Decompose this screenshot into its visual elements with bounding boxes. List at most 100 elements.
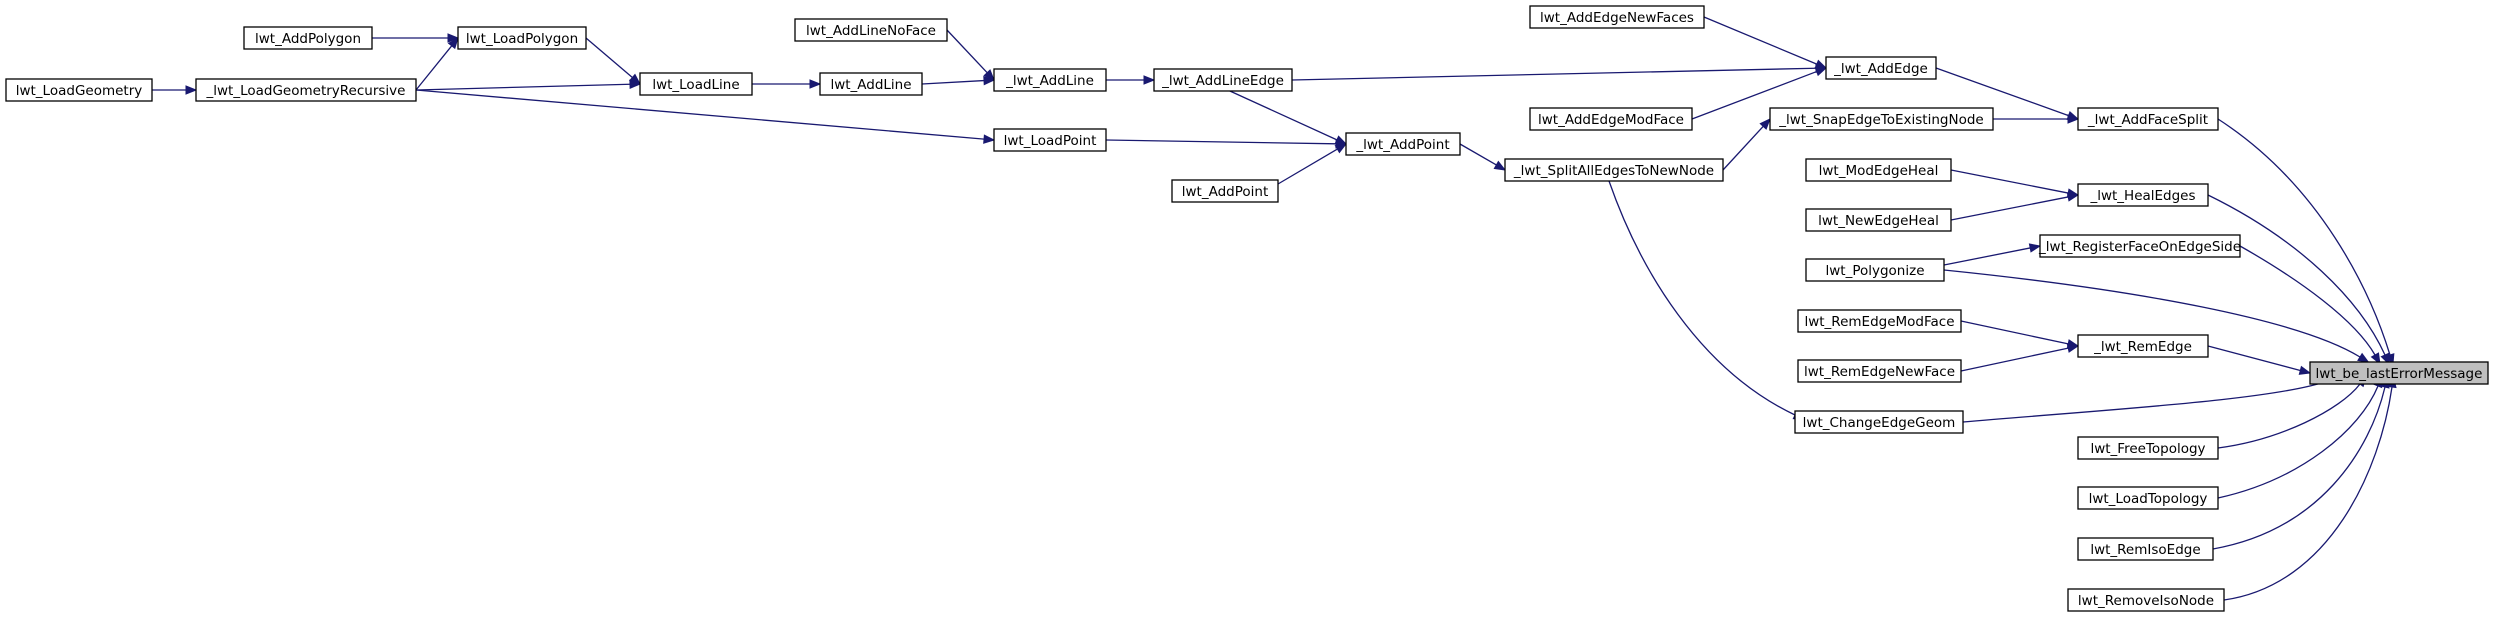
edge-line bbox=[1608, 180, 1796, 416]
edge-lwt-loadgeometry-to-lwt-loadgeometryrecursive bbox=[152, 85, 198, 95]
node-lwt-loadgeometry[interactable]: lwt_LoadGeometry bbox=[5, 78, 153, 102]
node-lwt-addpolygon[interactable]: lwt_AddPolygon bbox=[243, 26, 373, 50]
edge-lwt-modedgeheal-to-lwt-healedges bbox=[1950, 169, 2080, 198]
node-lwt-addfacesplit[interactable]: _lwt_AddFaceSplit bbox=[2077, 107, 2219, 131]
edge-lwt-freetopology-to-lwt-be-lasterrormessage bbox=[2217, 375, 2367, 449]
arrowhead bbox=[983, 134, 996, 144]
edge-line bbox=[2207, 194, 2386, 356]
node-lwt-addline[interactable]: lwt_AddLine bbox=[819, 72, 923, 96]
node-lwt-addedge[interactable]: _lwt_AddEdge bbox=[1825, 56, 1937, 80]
node-lwt-addedgenewfaces[interactable]: lwt_AddEdgeNewFaces bbox=[1529, 5, 1705, 29]
edge-line bbox=[415, 45, 453, 91]
node-label: lwt_RemEdgeModFace bbox=[1804, 314, 1954, 330]
node-box bbox=[1805, 208, 1952, 232]
node-box bbox=[2067, 588, 2225, 612]
node-lwt-newedgeheal[interactable]: lwt_NewEdgeHeal bbox=[1805, 208, 1952, 232]
edge-lwt-remedgemodface-to-lwt-remedge bbox=[1960, 320, 2080, 349]
node-box bbox=[2077, 334, 2209, 358]
node-box bbox=[794, 18, 948, 42]
node-lwt-addline[interactable]: _lwt_AddLine bbox=[993, 68, 1107, 92]
arrowhead bbox=[2357, 352, 2370, 363]
node-lwt-remedgemodface[interactable]: lwt_RemEdgeModFace bbox=[1797, 309, 1962, 333]
arrowhead bbox=[1815, 63, 1828, 73]
node-box bbox=[1153, 68, 1293, 92]
node-label: lwt_LoadPoint bbox=[1004, 133, 1097, 149]
arrowhead bbox=[1334, 143, 1348, 154]
node-lwt-addedgemodface[interactable]: lwt_AddEdgeModFace bbox=[1529, 107, 1693, 131]
node-lwt-freetopology[interactable]: lwt_FreeTopology bbox=[2077, 436, 2219, 460]
node-label: lwt_LoadTopology bbox=[2089, 491, 2208, 507]
node-lwt-loadtopology[interactable]: lwt_LoadTopology bbox=[2077, 486, 2219, 510]
node-label: _lwt_AddLineEdge bbox=[1161, 73, 1284, 89]
edge-lwt-addlineedge-to-lwt-addpoint bbox=[1229, 90, 1348, 145]
node-label: lwt_AddEdgeModFace bbox=[1538, 112, 1684, 128]
arrowhead bbox=[447, 36, 459, 50]
node-box bbox=[1171, 179, 1279, 203]
arrowhead bbox=[2067, 114, 2080, 124]
node-lwt-splitalledgestonewnode[interactable]: _lwt_SplitAllEdgesToNewNode bbox=[1504, 158, 1724, 182]
node-box bbox=[1794, 410, 1964, 434]
edge-line bbox=[1962, 379, 2331, 423]
node-lwt-changeedgegeom[interactable]: lwt_ChangeEdgeGeom bbox=[1794, 410, 1964, 434]
node-box bbox=[1769, 107, 1994, 131]
edge-lwt-remedgenewface-to-lwt-remedge bbox=[1960, 343, 2080, 372]
node-lwt-addpoint[interactable]: _lwt_AddPoint bbox=[1345, 132, 1461, 156]
node-label: lwt_LoadGeometry bbox=[16, 83, 143, 99]
arrowhead bbox=[1493, 160, 1507, 171]
node-lwt-loadpolygon[interactable]: lwt_LoadPolygon bbox=[457, 26, 587, 50]
node-label: _lwt_SnapEdgeToExistingNode bbox=[1778, 112, 1983, 128]
node-lwt-loadline[interactable]: lwt_LoadLine bbox=[639, 72, 753, 96]
edge-line bbox=[1960, 320, 2069, 345]
node-box bbox=[2309, 361, 2489, 385]
edge-lwt-addedgenewfaces-to-lwt-addedge bbox=[1703, 16, 1828, 69]
node-lwt-remisoedge[interactable]: lwt_RemIsoEdge bbox=[2077, 537, 2214, 561]
node-box bbox=[2077, 486, 2219, 510]
node-box bbox=[993, 68, 1107, 92]
edge-lwt-loadpoint-to-lwt-addpoint bbox=[1105, 139, 1348, 149]
edge-line bbox=[1105, 139, 1337, 145]
edge-line bbox=[1943, 247, 2031, 266]
edge-lwt-polygonize-to-lwt-be-lasterrormessage bbox=[1943, 269, 2370, 363]
node-lwt-remedgenewface[interactable]: lwt_RemEdgeNewFace bbox=[1797, 359, 1962, 383]
node-label: _lwt_AddEdge bbox=[1833, 61, 1928, 77]
node-lwt-addlinenoface[interactable]: lwt_AddLineNoFace bbox=[794, 18, 948, 42]
edge-line bbox=[1960, 347, 2069, 372]
node-lwt-healedges[interactable]: _lwt_HealEdges bbox=[2077, 183, 2209, 207]
edge-line bbox=[1291, 67, 1817, 81]
node-box bbox=[1825, 56, 1937, 80]
node-lwt-registerfaceonedgeside[interactable]: _lwt_RegisterFaceOnEdgeSide bbox=[2038, 234, 2241, 258]
edge-line bbox=[585, 37, 633, 79]
node-lwt-removeisonode[interactable]: lwt_RemoveIsoNode bbox=[2067, 588, 2225, 612]
arrowhead bbox=[2298, 365, 2312, 375]
node-lwt-loadpoint[interactable]: lwt_LoadPoint bbox=[993, 128, 1107, 152]
node-label: _lwt_AddFaceSplit bbox=[2087, 112, 2208, 128]
edge-lwt-addfacesplit-to-lwt-be-lasterrormessage bbox=[2217, 118, 2395, 366]
node-lwt-polygonize[interactable]: lwt_Polygonize bbox=[1805, 258, 1945, 282]
node-lwt-modedgeheal[interactable]: lwt_ModEdgeHeal bbox=[1805, 158, 1952, 182]
node-lwt-addlineedge[interactable]: _lwt_AddLineEdge bbox=[1153, 68, 1293, 92]
edge-line bbox=[2207, 345, 2301, 372]
edge-lwt-loadgeometryrecursive-to-lwt-loadpoint bbox=[415, 89, 996, 144]
node-lwt-remedge[interactable]: _lwt_RemEdge bbox=[2077, 334, 2209, 358]
node-box bbox=[1805, 258, 1945, 282]
node-lwt-snapedgetoexistingnode[interactable]: _lwt_SnapEdgeToExistingNode bbox=[1769, 107, 1994, 131]
edge-line bbox=[1935, 67, 2069, 117]
arrowhead bbox=[629, 79, 642, 90]
node-box bbox=[457, 26, 587, 50]
node-label: _lwt_RemEdge bbox=[2093, 339, 2192, 355]
node-label: lwt_LoadPolygon bbox=[466, 31, 578, 47]
node-label: lwt_NewEdgeHeal bbox=[1818, 213, 1939, 229]
edge-lwt-addline-to-lwt-addlineedge bbox=[1106, 75, 1156, 85]
edge-lwt-polygonize-to-lwt-registerfaceonedgeside bbox=[1943, 243, 2042, 266]
edge-lwt-snapedgetoexistingnode-to-lwt-addfacesplit bbox=[1993, 114, 2080, 124]
node-box bbox=[2039, 234, 2241, 258]
edge-line bbox=[2212, 386, 2386, 550]
edge-line bbox=[2239, 245, 2376, 356]
edge-line bbox=[1722, 125, 1764, 171]
arrowhead bbox=[185, 85, 198, 95]
node-lwt-addpoint[interactable]: lwt_AddPoint bbox=[1171, 179, 1279, 203]
node-lwt-loadgeometryrecursive[interactable]: _lwt_LoadGeometryRecursive bbox=[195, 78, 417, 102]
arrowhead bbox=[1143, 75, 1156, 85]
node-box bbox=[2077, 183, 2209, 207]
